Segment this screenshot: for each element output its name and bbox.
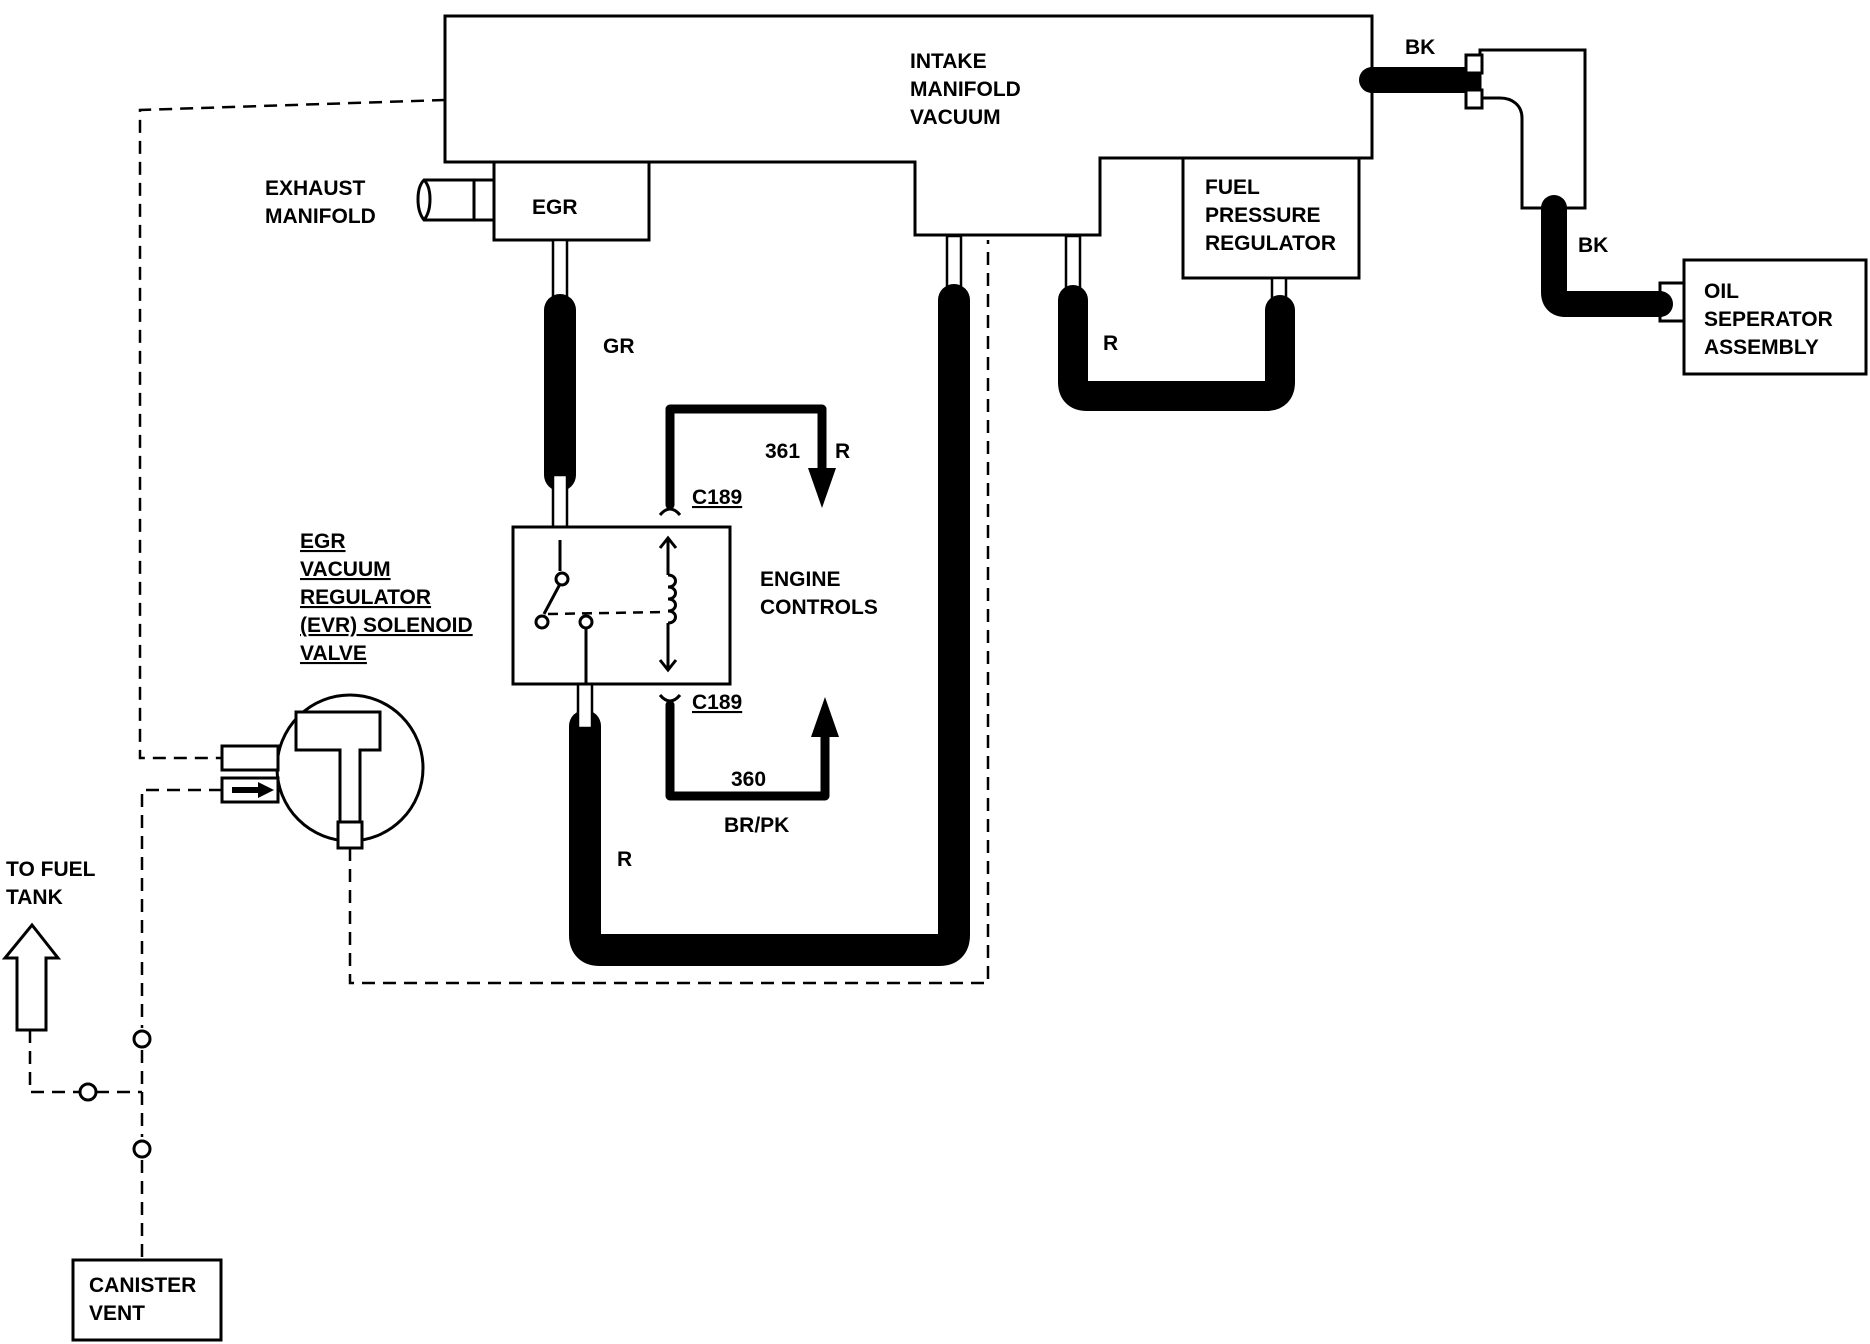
exhaust-manifold-pipe: EXHAUST MANIFOLD — [265, 177, 496, 228]
intake-manifold-label-2: MANIFOLD — [910, 78, 1021, 101]
vapor-canister — [220, 693, 425, 850]
canister-vent: CANISTER VENT — [71, 1258, 223, 1342]
engine-controls-label-1: ENGINE — [760, 568, 841, 591]
fuel-pressure-regulator: FUEL PRESSURE REGULATOR — [1181, 156, 1361, 280]
exhaust-manifold-label-1: EXHAUST — [265, 177, 366, 200]
fpr-label-1: FUEL — [1205, 176, 1260, 199]
egr-label: EGR — [532, 196, 578, 219]
evr-label-2: VACUUM — [300, 558, 391, 581]
evr-solenoid-valve: EGR VACUUM REGULATOR (EVR) SOLENOID VALV… — [300, 525, 732, 686]
egr-gr-hose: GR — [544, 238, 635, 573]
evr-label-1: EGR — [300, 530, 346, 553]
bk-hose-system: BK BK — [1359, 36, 1673, 317]
fpr-label-2: PRESSURE — [1205, 204, 1321, 227]
evr-label-3: REGULATOR — [300, 586, 431, 609]
c189-top-label: C189 — [692, 486, 742, 509]
exhaust-manifold-label-2: MANIFOLD — [265, 205, 376, 228]
egr-valve: EGR — [492, 160, 651, 242]
evr-label-4: (EVR) SOLENOID — [300, 614, 473, 637]
engine-controls-label-2: CONTROLS — [760, 596, 878, 619]
fpr-label-3: REGULATOR — [1205, 232, 1336, 255]
intake-manifold-label-3: VACUUM — [910, 106, 1001, 129]
c189-bottom-label: C189 — [692, 691, 742, 714]
bk-right-label: BK — [1578, 234, 1608, 257]
bk-top-label: BK — [1405, 36, 1435, 59]
to-fuel-tank-label-1: TO FUEL — [6, 858, 96, 881]
wire-360-label: 360 — [731, 768, 766, 791]
canister-vent-label-2: VENT — [89, 1302, 145, 1325]
r-regulator-label: R — [1103, 332, 1118, 355]
engine-controls-wiring: 361 R C189 C189 360 BR/PK ENGINE CONTROL… — [658, 404, 878, 837]
canister-vent-label-1: CANISTER — [89, 1274, 196, 1297]
oil-separator-label-2: SEPERATOR — [1704, 308, 1833, 331]
intake-manifold-label-1: INTAKE — [910, 50, 987, 73]
oil-separator-label-1: OIL — [1704, 280, 1739, 303]
r-main-label: R — [617, 848, 632, 871]
wire-360-color-label: BR/PK — [724, 814, 789, 837]
wire-361-color-label: R — [835, 440, 850, 463]
to-fuel-tank-label-2: TANK — [6, 886, 63, 909]
to-fuel-tank-arrow: TO FUEL TANK — [1, 858, 96, 1032]
oil-separator-assembly: OIL SEPERATOR ASSEMBLY — [1658, 258, 1868, 376]
dashed-vapor-lines — [28, 98, 990, 1260]
gr-label: GR — [603, 335, 635, 358]
regulator-r-hose: R — [1058, 234, 1295, 411]
wire-361-label: 361 — [765, 440, 800, 463]
evr-label-5: VALVE — [300, 642, 367, 665]
oil-separator-label-3: ASSEMBLY — [1704, 336, 1819, 359]
